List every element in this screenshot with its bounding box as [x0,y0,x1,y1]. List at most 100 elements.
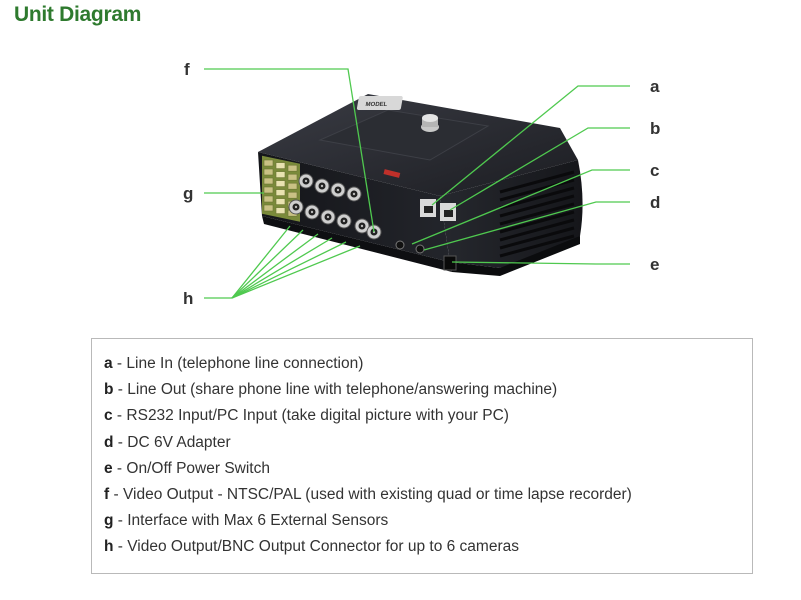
device-top-panel [318,109,490,161]
bnc-connector [314,178,330,194]
legend-separator: - [112,407,127,425]
callout-line-e [451,261,630,265]
legend-text: On/Off Power Switch [126,459,270,477]
legend-separator: - [113,512,128,530]
legend-separator: - [113,381,128,399]
legend-text: Line Out (share phone line with telephon… [127,381,558,399]
callout-line-h-2 [231,229,304,299]
legend-item-f: f - Video Output - NTSC/PAL (used with e… [104,482,752,508]
vent-slot [499,226,575,250]
callout-lines [204,68,630,299]
vent-slot [499,210,575,234]
callout-line-h-4 [231,237,333,299]
bnc-connector [354,218,370,234]
callout-line-h-1 [231,225,291,299]
sensor-terminal [275,189,286,196]
sensor-terminal [263,186,274,194]
sensor-terminal [263,168,274,176]
sensor-terminal [275,180,286,187]
power-switch [443,255,457,271]
legend-item-e: e - On/Off Power Switch [104,456,752,482]
legend-item-h: h - Video Output/BNC Output Connector fo… [104,534,752,560]
legend-key: a [104,355,113,372]
vent-slot [499,202,575,226]
unit-diagram: MODEL [183,60,660,308]
legend-separator: - [113,433,128,451]
device-faceplate-text: MODEL [365,102,388,108]
legend-separator: - [113,538,128,556]
legend-text: Line In (telephone line connection) [126,355,364,372]
vent-slot [499,218,575,242]
line-in-jack [420,199,436,217]
vent-slot [499,170,575,194]
callout-label-f: f [184,60,190,79]
bnc-connector [320,209,336,225]
callout-line-a [431,85,630,206]
vent-slot [499,178,575,202]
legend-text: Video Output/BNC Output Connector for up… [127,538,519,556]
legend-item-d: d - DC 6V Adapter [104,430,752,456]
callout-line-b [449,127,630,211]
sensor-terminal [287,182,298,190]
legend-separator: - [112,355,127,372]
legend-key: e [104,459,113,477]
vent-slot [499,194,575,218]
legend-text: DC 6V Adapter [127,433,231,451]
rs232-port [395,240,405,250]
sensor-terminal [275,162,286,169]
sensor-terminal [287,173,298,181]
callout-label-g: g [183,184,193,203]
sensor-terminal [263,195,274,203]
callout-label-e: e [650,255,659,274]
legend-separator: - [109,486,123,504]
legend-item-g: g - Interface with Max 6 External Sensor… [104,508,752,534]
legend-text: RS232 Input/PC Input (take digital pictu… [126,407,509,425]
sensor-terminal [263,177,274,185]
callout-label-c: c [650,161,659,180]
legend-box: a - Line In (telephone line connection) … [91,338,753,574]
legend-item-c: c - RS232 Input/PC Input (take digital p… [104,403,752,429]
callout-label-d: d [650,193,660,212]
sensor-terminals [263,159,298,217]
device-faceplate [356,96,403,110]
sensor-terminal [287,191,298,199]
sensor-terminal [275,207,286,214]
legend-key: d [104,433,114,451]
legend-key: g [104,512,114,530]
callout-label-b: b [650,119,660,138]
side-vents [499,170,575,258]
top-knob [421,114,439,132]
callout-line-h-6 [231,245,361,299]
legend-key: c [104,407,113,425]
callout-line-f [204,68,375,233]
legend-key: f [104,486,110,504]
callout-label-a: a [650,77,660,96]
legend-key: b [104,381,114,399]
vent-slot [499,186,575,210]
callout-label-h: h [183,289,193,308]
legend-text: Video Output - NTSC/PAL (used with exist… [122,486,632,504]
device-base-side [450,236,580,276]
legend-item-a: a - Line In (telephone line connection) [104,351,752,377]
dc-input [415,244,425,254]
callout-line-d [423,201,630,251]
bnc-connector [304,204,320,220]
brand-mark [383,169,401,178]
legend-key: h [104,538,114,556]
callout-line-h-5 [231,241,347,299]
bnc-connector [288,199,304,215]
legend-separator: - [112,459,127,477]
sensor-terminal [275,198,286,205]
sensor-terminal [287,164,298,172]
device-base [262,216,452,272]
bnc-connector [330,182,346,198]
bnc-connectors [288,173,382,240]
legend-item-b: b - Line Out (share phone line with tele… [104,377,752,403]
page-title: Unit Diagram [14,3,142,26]
callout-line-c [411,169,630,245]
legend-text: Interface with Max 6 External Sensors [127,512,389,530]
line-out-jack [440,203,456,221]
vent-slot [499,234,575,258]
bnc-connector [346,186,362,202]
bnc-connector [298,173,314,189]
